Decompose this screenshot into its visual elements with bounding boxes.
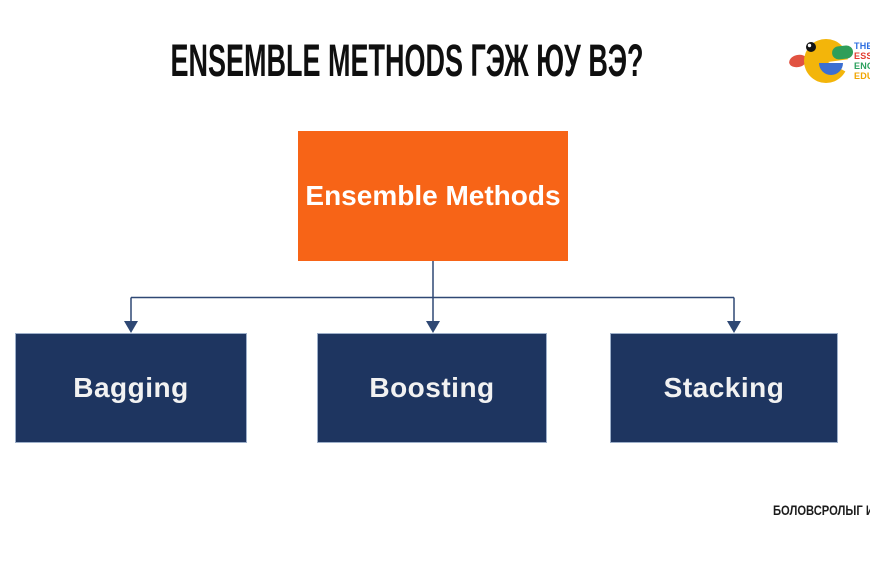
node-ensemble-methods: Ensemble Methods xyxy=(298,131,568,261)
duck-wing xyxy=(819,63,843,75)
duck-icon: THE ESS ENG EDU xyxy=(789,39,870,83)
arrowhead-right xyxy=(727,321,741,333)
duck-tail xyxy=(832,45,854,60)
node-label: Boosting xyxy=(369,372,495,403)
arrowhead-left xyxy=(124,321,138,333)
page-title: ENSEMBLE METHODS ГЭЖ ЮУ ВЭ? xyxy=(170,35,644,86)
arrowhead-middle xyxy=(426,321,440,333)
brand-logo: THE ESS ENG EDU xyxy=(788,30,870,90)
footer-watermark: БОЛОВСРОЛЫГ ИНЖЕ xyxy=(773,502,870,518)
node-boosting: Boosting xyxy=(317,333,547,443)
duck-eye-highlight xyxy=(807,43,812,48)
node-stacking: Stacking xyxy=(610,333,838,443)
node-label: Bagging xyxy=(73,372,189,403)
node-label: Ensemble Methods xyxy=(305,180,561,212)
duck-beak xyxy=(789,54,807,68)
logo-text-line1: THE xyxy=(854,41,870,51)
node-bagging: Bagging xyxy=(15,333,247,443)
logo-text-line2: ESS xyxy=(854,51,870,61)
logo-text-line3: ENG xyxy=(854,61,870,71)
duck-eye xyxy=(806,42,816,52)
logo-text-line4: EDU xyxy=(854,71,870,81)
node-label: Stacking xyxy=(663,372,785,403)
